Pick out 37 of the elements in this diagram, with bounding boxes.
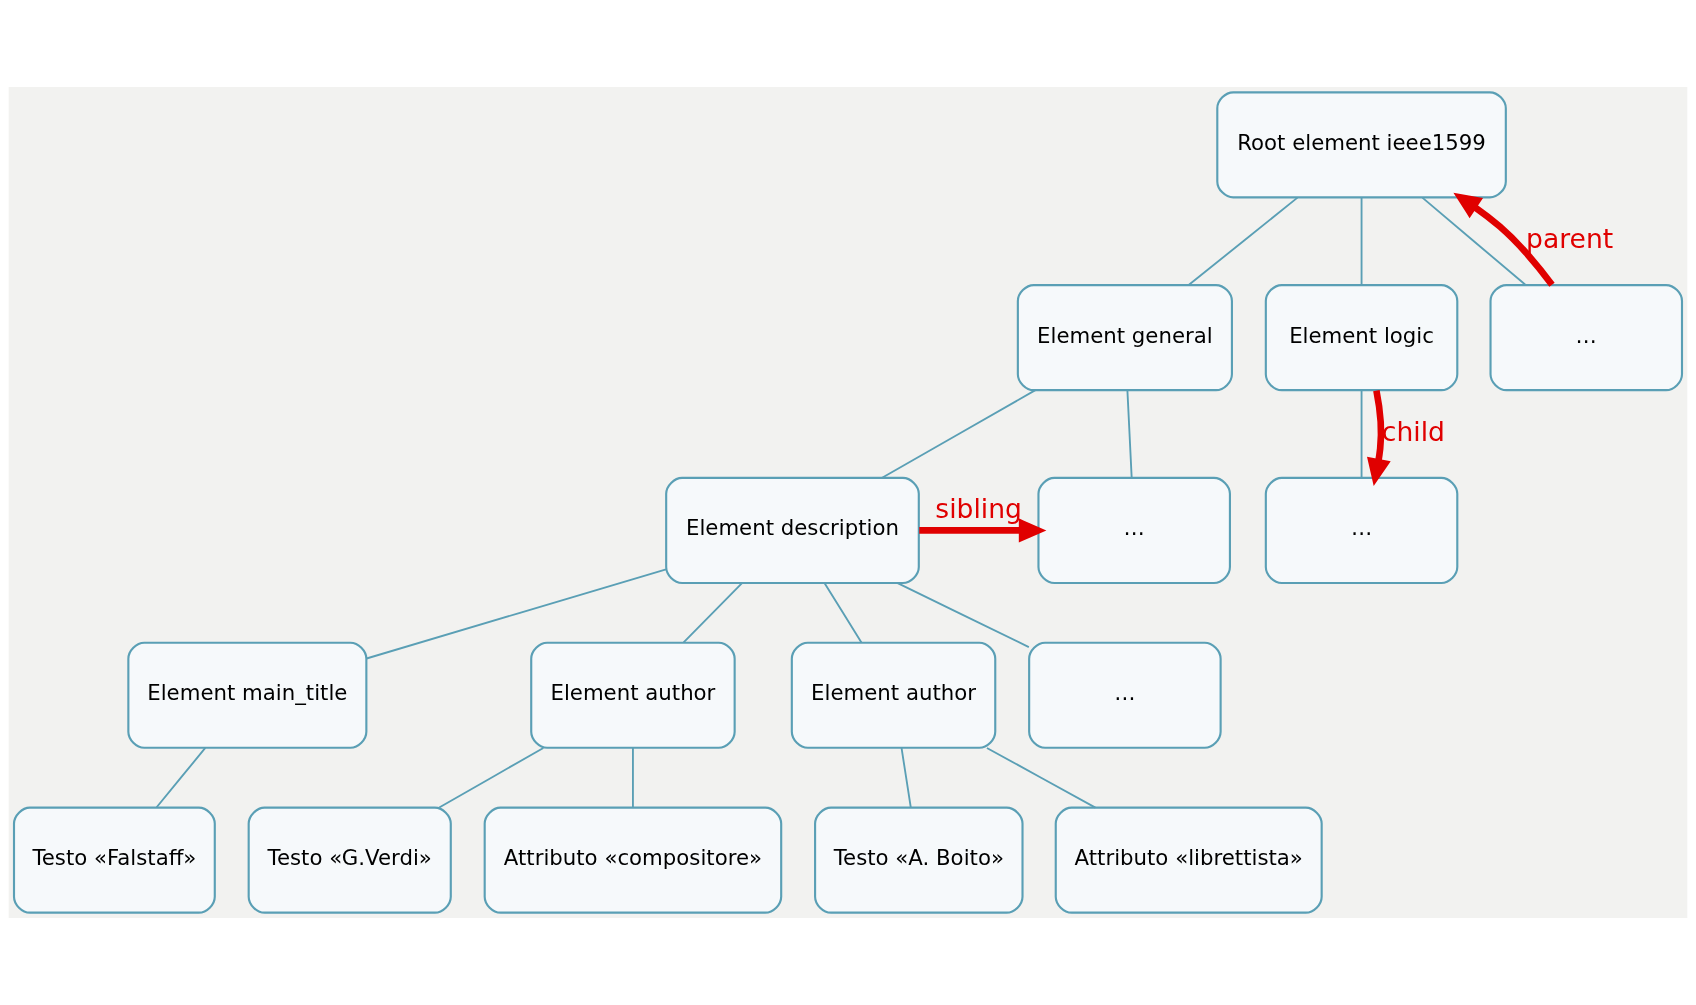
node-box: … <box>1489 284 1684 392</box>
connector <box>896 582 1030 648</box>
node-box: Element author <box>790 641 997 749</box>
edge-label: sibling <box>935 493 1022 525</box>
connector <box>823 582 863 644</box>
connector <box>438 747 545 809</box>
connector <box>881 389 1037 479</box>
node-box: Attributo «librettista» <box>1054 806 1323 914</box>
connector <box>1421 196 1527 286</box>
node-box: Testo «A. Boito» <box>814 806 1024 914</box>
node-box: … <box>1037 476 1231 584</box>
node-box: Element general <box>1016 284 1233 392</box>
node-box: Attributo «compositore» <box>483 806 783 914</box>
node-box: Testo «Falstaff» <box>12 806 216 914</box>
connector <box>900 747 912 809</box>
node-box: … <box>1264 476 1459 584</box>
arrow <box>1453 192 1555 287</box>
node-box: Element main_title <box>127 641 368 749</box>
node-box: Element author <box>530 641 736 749</box>
arrow <box>919 518 1047 543</box>
node-box: Element description <box>665 476 920 584</box>
connector <box>632 747 634 809</box>
connector <box>365 568 667 660</box>
connector <box>155 747 207 809</box>
node-box: Root element ieee1599 <box>1216 91 1507 199</box>
connector <box>1188 196 1299 286</box>
connector <box>1126 389 1133 479</box>
node-box: Testo «G.Verdi» <box>247 806 452 914</box>
node-box: Element logic <box>1264 284 1459 392</box>
edge-label: child <box>1381 415 1445 447</box>
node-box: … <box>1028 641 1222 749</box>
connector <box>682 582 743 644</box>
edge-label: parent <box>1526 222 1614 254</box>
connector <box>1360 389 1363 479</box>
connector <box>986 747 1097 809</box>
arrow <box>1367 390 1391 487</box>
connector <box>1360 196 1363 286</box>
